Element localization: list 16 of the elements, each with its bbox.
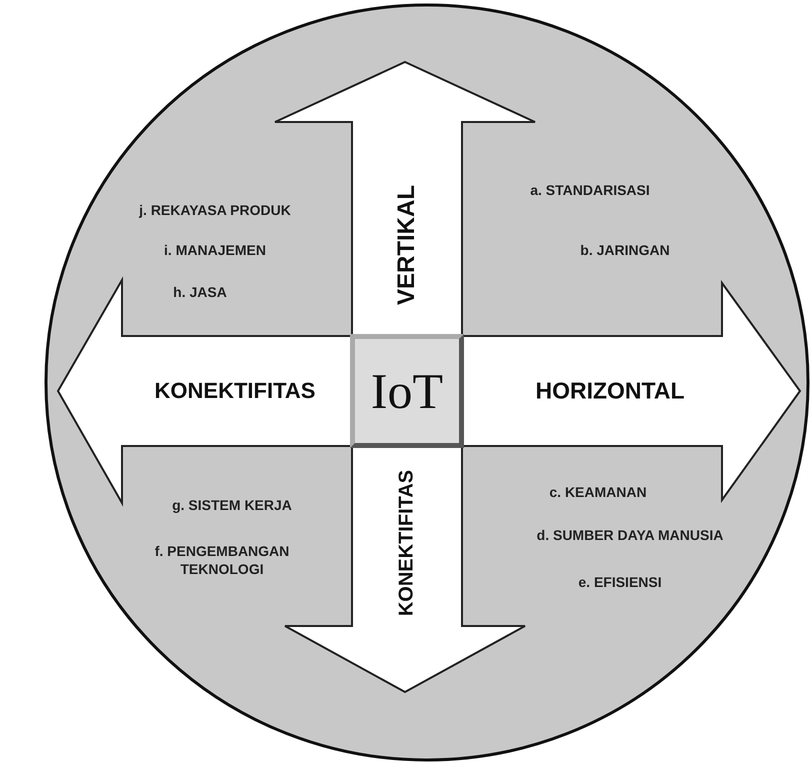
item-label: e. EFISIENSI [578, 572, 662, 592]
item-label: a. STANDARISASI [530, 180, 650, 200]
item-label: j. REKAYASA PRODUK [139, 200, 291, 220]
center-box [350, 334, 464, 448]
arrow-label: HORIZONTAL [535, 378, 685, 404]
item-label: b. JARINGAN [580, 240, 670, 260]
arrow-label: VERTIKAL [393, 185, 421, 305]
item-label: f. PENGEMBANGAN TEKNOLOGI [154, 542, 290, 578]
arrow-label: KONEKTIFITAS [154, 378, 316, 404]
center-label: IoT [370, 366, 444, 416]
item-label: c. KEAMANAN [549, 482, 647, 502]
item-label: i. MANAJEMEN [164, 240, 266, 260]
arrow-label: KONEKTIFITAS [396, 470, 418, 616]
item-label: d. SUMBER DAYA MANUSIA [536, 526, 724, 544]
item-label: g. SISTEM KERJA [172, 496, 292, 514]
item-label: h. JASA [173, 282, 227, 302]
